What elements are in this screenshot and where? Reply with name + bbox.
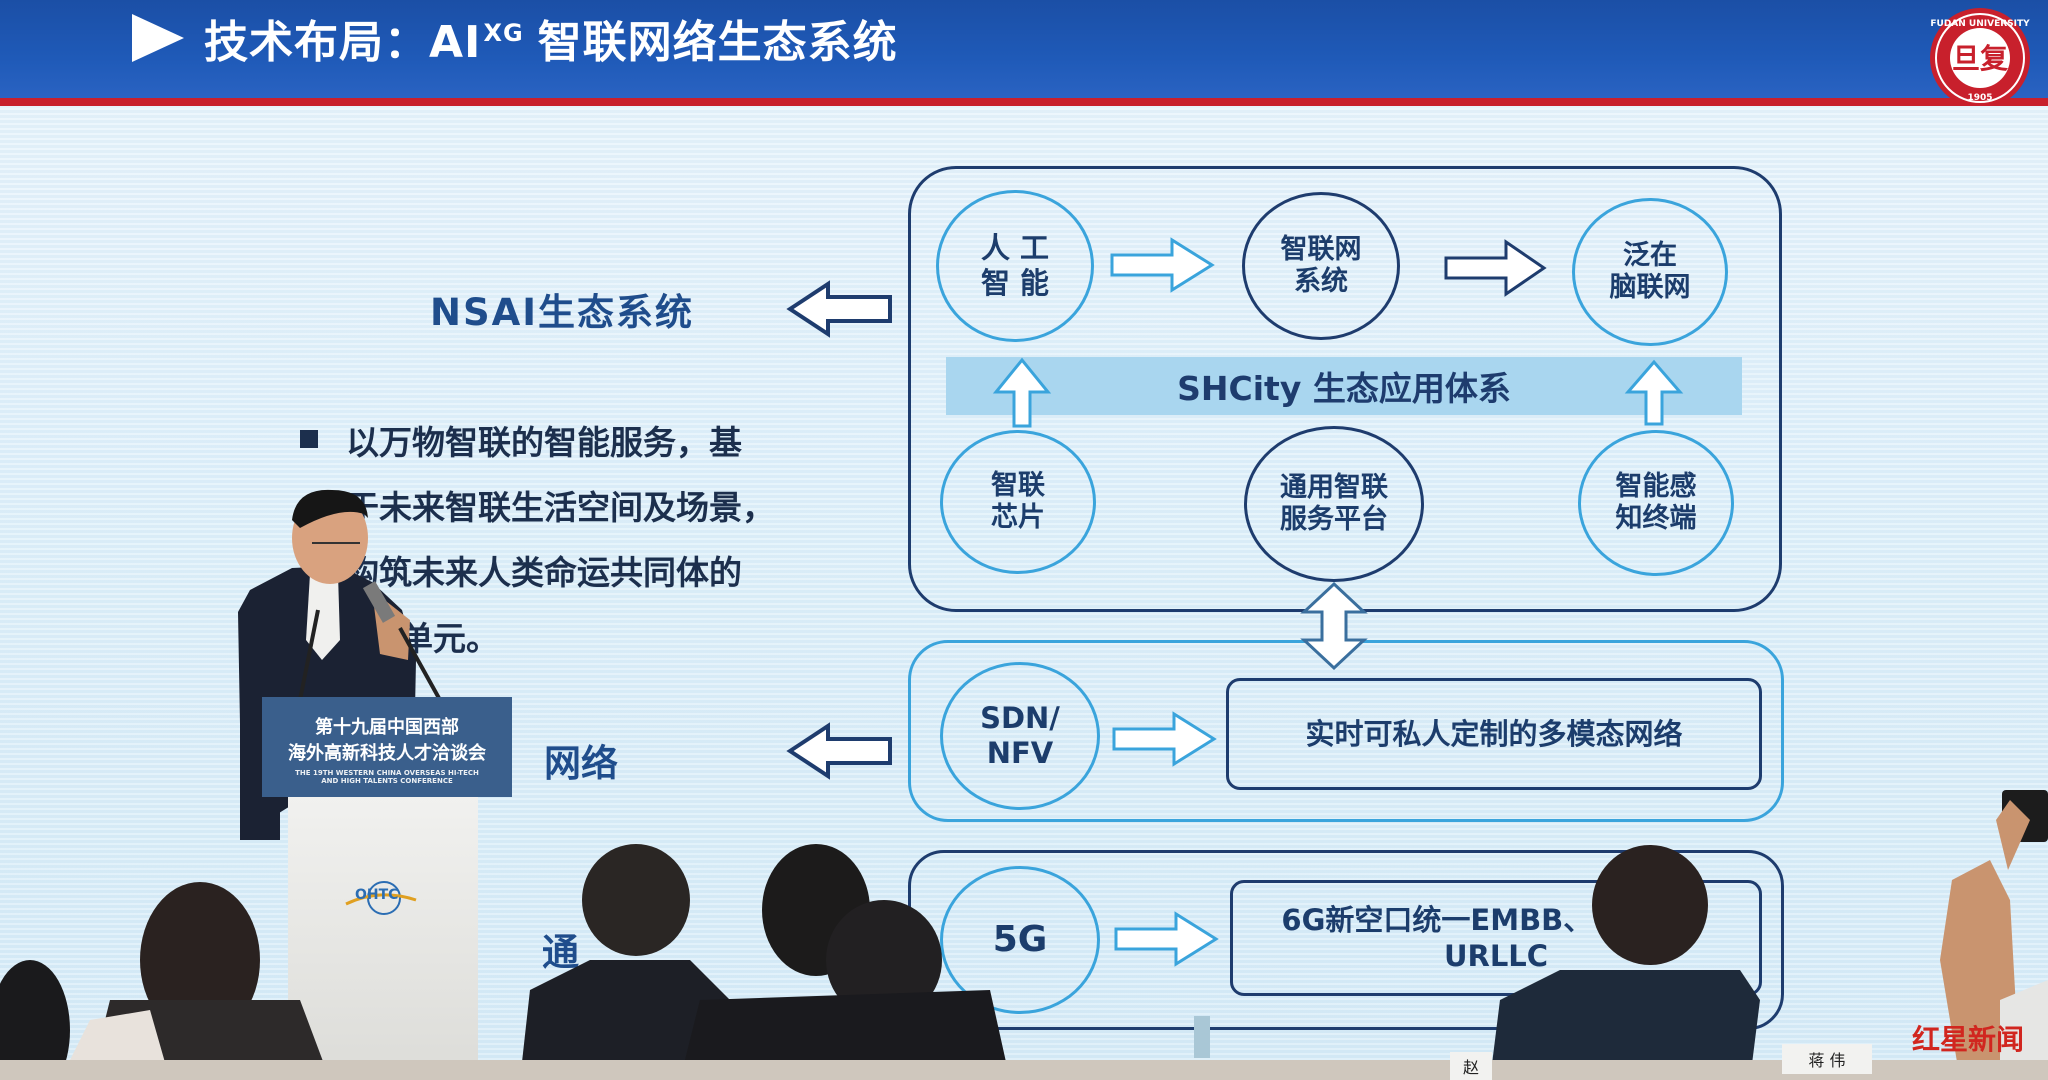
node-5g: 5G (940, 866, 1100, 1014)
node-brain-line1: 泛在 (1623, 239, 1677, 271)
multimodal-network-box: 实时可私人定制的多模态网络 (1226, 678, 1762, 790)
node-terminal-line2: 知终端 (1615, 503, 1697, 534)
podium-line1: 第十九届中国西部 (315, 717, 459, 738)
node-chip: 智联芯片 (940, 430, 1096, 574)
node-ai-line2: 智 能 (980, 266, 1050, 300)
svg-text:FUDAN UNIVERSITY: FUDAN UNIVERSITY (1930, 19, 2030, 29)
bullet-square-icon (300, 430, 318, 448)
node-net-line1: 智联网 (1280, 233, 1362, 265)
node-chip-line2: 芯片 (991, 502, 1045, 533)
svg-text:1905: 1905 (1967, 93, 1992, 103)
bullet-line-2: 于未来智联生活空间及场景， (346, 488, 775, 527)
node-platform-line1: 通用智联 (1280, 471, 1388, 503)
node-sdn-nfv: SDN/NFV (940, 662, 1100, 810)
node-chip-line1: 智联 (991, 469, 1045, 501)
node-intelligent-network: 智联网系统 (1242, 192, 1400, 340)
six-g-box: 6G新空口统一EMBB、 C、 URLLC (1230, 880, 1762, 996)
svg-text:旦复: 旦复 (1952, 42, 2008, 75)
node-terminal-line1: 智能感 (1615, 470, 1697, 502)
node-platform-line2: 服务平台 (1280, 504, 1388, 535)
node-ai-line1: 人 工 (980, 231, 1050, 266)
node-smart-terminal: 智能感知终端 (1578, 430, 1734, 576)
title-main: 技术布局：AI (204, 17, 482, 68)
nameplate-right: 蒋 伟 (1782, 1044, 1872, 1074)
bullet-line-3: 构筑未来人类命运共同体的 (346, 553, 742, 592)
podium-line2: 海外高新科技人才洽谈会 (288, 743, 486, 764)
left-arrow-icon (786, 280, 892, 338)
six-g-line1-tail: C、 (1660, 902, 1711, 937)
network-label: 网络 (544, 742, 618, 785)
ohtc-logo: OHTC (355, 887, 399, 903)
bullet-line-1: 以万物智联的智能服务，基 (346, 423, 742, 462)
watermark-logo: 红星新闻 (1912, 1023, 2025, 1056)
comm-label: 通 (542, 931, 579, 974)
node-service-platform: 通用智联服务平台 (1244, 426, 1424, 582)
podium (288, 797, 478, 1080)
nsai-label: NSAI生态系统 (430, 291, 695, 334)
node-ai: 人 工智 能 (936, 190, 1094, 342)
bullet-line-4: 单元。 (400, 619, 499, 658)
nameplate-left: 赵 (1450, 1052, 1492, 1080)
node-brain-line2: 脑联网 (1609, 272, 1691, 303)
node-sdn-line1: SDN/ (980, 701, 1060, 736)
left-arrow-icon (786, 722, 892, 780)
play-triangle-icon (132, 14, 184, 62)
node-sdn-line2: NFV (986, 736, 1054, 770)
fudan-seal-icon: 旦复 FUDAN UNIVERSITY 1905 (1930, 8, 2030, 104)
title-rest: 智联网络生态系统 (537, 17, 898, 68)
node-brain-network: 泛在脑联网 (1572, 198, 1728, 346)
title-superscript: XG (483, 19, 524, 47)
six-g-line2: URLLC (1443, 939, 1549, 973)
podium-line4: AND HIGH TALENTS CONFERENCE (321, 777, 453, 785)
ohtc-globe-icon (345, 881, 417, 915)
podium-sign: 第十九届中国西部 海外高新科技人才洽谈会 THE 19TH WESTERN CH… (262, 697, 512, 797)
slide-title: 技术布局：AIXG 智联网络生态系统 (204, 6, 898, 70)
slide-header: 技术布局：AIXG 智联网络生态系统 旦复 FUDAN UNIVERSITY 19… (0, 0, 2048, 106)
node-net-line2: 系统 (1294, 266, 1348, 297)
podium-line3: THE 19TH WESTERN CHINA OVERSEAS HI-TECH (295, 769, 479, 777)
shcity-band: SHCity 生态应用体系 (946, 357, 1742, 415)
six-g-line1: 6G新空口统一EMBB、 (1281, 902, 1593, 937)
